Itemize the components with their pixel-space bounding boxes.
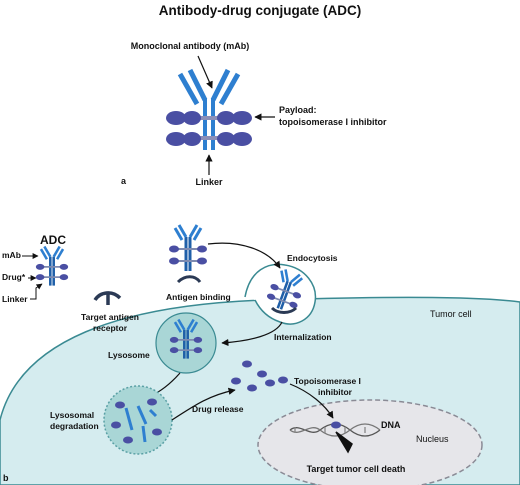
linker-label: Linker <box>195 177 223 187</box>
payload-label-1: Payload: <box>279 105 317 115</box>
degradation-vesicle <box>103 385 173 455</box>
mab-label: Monoclonal antibody (mAb) <box>131 41 250 51</box>
endocytosis-label: Endocytosis <box>287 253 338 263</box>
released-drugs <box>231 360 288 392</box>
nucleus-label: Nucleus <box>416 434 449 444</box>
target-receptor-label-1: Target antigen <box>81 312 139 322</box>
panel-a-letter: a <box>121 176 127 186</box>
dna-label: DNA <box>381 420 401 430</box>
legend-adc <box>34 245 70 287</box>
legend-linker-arrow <box>30 283 43 300</box>
lysosomal-label-1: Lysosomal <box>50 410 94 420</box>
payload-label-2: topoisomerase I inhibitor <box>279 117 387 127</box>
binding-receptor <box>176 275 202 284</box>
internalization-arrow <box>221 321 283 347</box>
pocket-receptor <box>270 306 298 314</box>
legend-adc-title: ADC <box>40 233 66 247</box>
drug-to-dna-arrow <box>289 383 334 419</box>
panel-a-title: Antibody-drug conjugate (ADC) <box>159 3 361 18</box>
tumor-cell-label: Tumor cell <box>430 309 472 319</box>
nucleus <box>257 399 483 485</box>
endocytic-pocket <box>244 263 317 325</box>
drug-release-arrow <box>171 387 236 421</box>
target-receptor-label-2: receptor <box>93 323 128 333</box>
topo-label-1: Topoisomerase I <box>294 376 361 386</box>
legend-mab: mAb <box>2 250 21 260</box>
mab-arrow <box>197 55 213 89</box>
degraded-fragments <box>111 398 162 444</box>
panel-b-letter: b <box>3 473 9 483</box>
lysosome-label: Lysosome <box>108 350 150 360</box>
target-antigen-receptor <box>93 291 122 302</box>
topo-label-2: inhibitor <box>318 387 353 397</box>
cell-death-label: Target tumor cell death <box>307 464 406 474</box>
legend-linker: Linker <box>2 294 28 304</box>
internalization-label: Internalization <box>274 332 332 342</box>
binding-to-endocytosis-arrow <box>207 242 281 269</box>
antigen-binding-label: Antigen binding <box>166 292 231 302</box>
drug-on-dna <box>331 421 341 429</box>
lysosomal-label-2: degradation <box>50 421 99 431</box>
drug-release-label: Drug release <box>192 404 244 414</box>
legend-drug: Drug* <box>2 272 26 282</box>
cell-death-arrow <box>335 431 353 454</box>
payload-drugs <box>166 111 252 146</box>
lysosome <box>155 312 217 374</box>
antigen-binding-adc <box>167 223 209 273</box>
